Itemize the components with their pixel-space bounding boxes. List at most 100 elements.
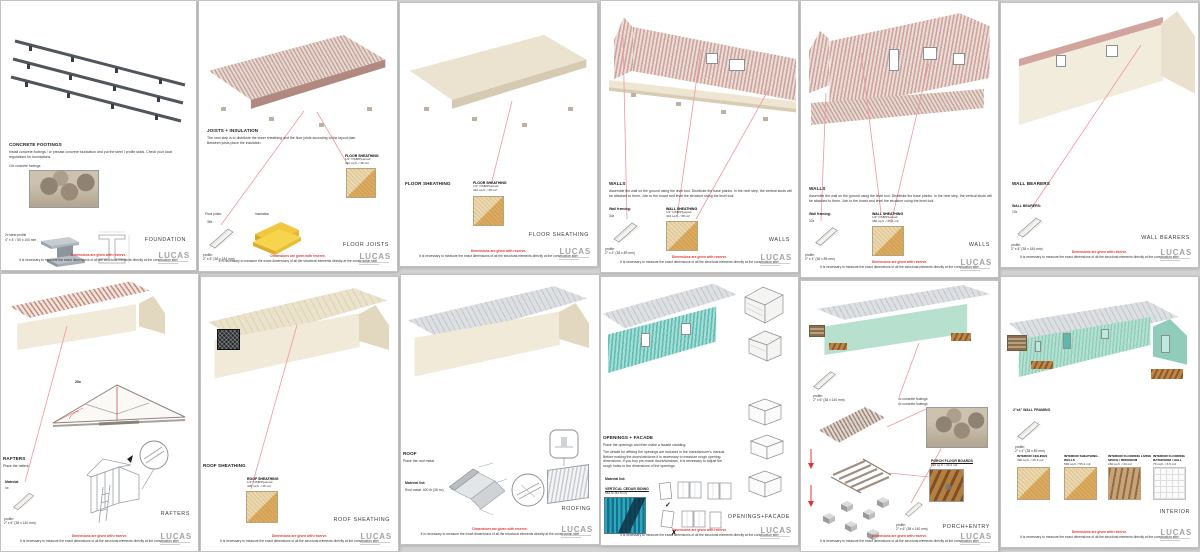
page-label: WALLS [968,242,990,248]
sheathing-callout: FLOOR SHEATHING 1/2" OSB/Plywood 410 sq.… [473,181,521,193]
swatch-title: INTERIOR CEILINGS [1017,454,1048,458]
page-label: ROOF SHEATHING [333,517,390,523]
deck-boards-photo [929,469,964,502]
section-heading: WALL BEARERS [1012,181,1050,186]
section-body: Assemble the wall on the ground using th… [609,189,792,198]
site-disclaimer: It is necessary to measure the exact dim… [218,259,378,263]
porch-deck-boards-drawing [819,407,885,443]
siding-title: VERTICAL CEDAR SIDING [605,487,649,491]
lumber-profile-diagram [611,222,640,245]
window-opening [923,47,937,60]
page-porch-entry[interactable]: profile: 2" x 6" (38 x 140 mm) [800,280,999,552]
sheathing-callout: WALL SHEATHING 1/2" OSB/Plywood 410 sq.f… [666,207,716,219]
corner-cladding-details [744,286,784,362]
swatch-title: INTERIOR FLOORING BATHROOM / HALL [1153,454,1185,462]
window [1101,329,1109,339]
swatch-qty: 260 sq.ft. / 24 m2 [1108,461,1132,466]
interior-material-2: INTERIOR SHEATHING - WALLS 590 sq.ft. / … [1064,454,1106,467]
lucas-logo: LUCAS [561,525,593,538]
window [1035,341,1041,352]
dimensions-warning: Dimensions are given with reserve. [1071,530,1128,534]
gable-end-drawing [1161,11,1195,94]
page-openings-facade[interactable]: OPENINGS + FACADE Place the openings and… [600,276,799,546]
gable-window [1161,335,1170,353]
page-walls-1[interactable]: WALLS Assemble the wall on the ground us… [600,0,799,273]
footings-count-label-1: 4x concrete footings [898,397,928,401]
gable-end-drawing [1153,319,1187,365]
lucas-logo: LUCAS [160,532,192,545]
page-label: RAFTERS [160,511,190,517]
sheathing-callout: FLOOR SHEATHING 1/2" OSB/Plywood 410 sq.… [345,154,393,166]
callout-title: WALL SHEATHING [666,207,698,211]
gable-end-drawing [559,303,589,348]
lucas-wordmark: LUCAS [760,253,792,262]
profile-label: profile: [1015,445,1025,449]
callout-material: 1/2" OSB/Plywood [872,215,898,220]
section-heading: OPENINGS + FACADE [603,435,654,440]
insulation-label: Insulation [255,212,270,216]
corrugated-sheet-drawing [547,464,589,504]
page-label: ROOFING [561,506,591,512]
callout-qty: 400 sq.ft. / 36 m2 [247,484,271,489]
callout-material: 1/2" OSB/Plywood [666,210,692,215]
concrete-footings-photo [29,170,99,208]
page-interior[interactable]: 2"x4" WALL FRAMING profile: 2" x 4" (38 … [1000,276,1199,548]
profile-value: 2" x 4" (38 x 89 mm) [605,251,635,255]
porch-deck-drawing [1031,361,1053,369]
dimensions-warning: Dimensions are given with reserve. [271,534,328,538]
section-heading: JOISTS + INSULATION [207,128,259,133]
lucas-wordmark: LUCAS [960,532,992,541]
swatch-qty: 390 sq.ft. / 36.3 m2 [1017,457,1044,462]
profile-label: profile: [4,517,14,521]
dimensions-warning: Dimensions are given with reserve. [1071,250,1128,254]
assembly-house-sketch [86,455,140,524]
bearers-count: 10x [1012,210,1018,214]
material-list-value: Roof metal: 400 ft² (36 m²) [405,488,444,492]
footings-count-label: 10x concrete footings [9,164,41,168]
site-disclaimer: It is necessary to measure the exact dim… [820,539,979,543]
detail-callout-box [549,429,579,466]
footings-layout-drawing [823,497,889,540]
framing-count: 32x [809,219,815,223]
steel-ibeam-drawing [41,237,85,267]
wood-flooring-swatch [1108,467,1141,500]
dimensions-warning: Dimensions are given with reserve. [70,253,127,257]
section-heading: ROOF [403,451,417,456]
profile-label-top: profile: [813,394,823,398]
sheathing-callout: WALL SHEATHING 1/2" OSB/Plywood 380 sq.f… [872,212,922,224]
swatch-qty: 70 sq.ft. / 6.5 m2 [1153,461,1177,466]
page-roof[interactable]: ROOF Place the roof metal. Material list… [400,274,600,545]
page-walls-2[interactable]: WALLS Assemble the wall on the ground us… [800,0,999,278]
page-floor-joists[interactable]: JOISTS + INSULATION The next step is to … [198,0,398,272]
section-body-1: Place the openings and then make a facad… [603,443,687,447]
steel-profile-spec: 4" x 4" / 50 x 100 mm [5,238,37,242]
gable-stud-wall-drawing [809,31,829,93]
lucas-logo: LUCAS [1160,248,1192,261]
gable-end-drawing [139,296,165,334]
page-rafters[interactable]: 20x RAFTERS Place the rafters. Material:… [0,273,199,552]
callout-material: 1/2" OSB/Plywood [345,157,371,162]
osb-swatch [246,491,278,523]
page-foundation[interactable]: CONCRETE FOOTINGS Install concrete footi… [0,0,197,271]
interior-material-3: INTERIOR FLOORING LIVING SPACE / BEDROOM… [1108,454,1152,467]
window-opening [1106,45,1118,57]
porch-deck-drawing [951,333,971,341]
window-opening [1056,55,1066,67]
callout-qty: 410 sq.ft. / 38 m2 [473,188,497,193]
page-label: FLOOR JOISTS [342,242,389,248]
osb-swatch [473,196,504,226]
insulation-drawing [253,222,301,255]
lucas-logo: LUCAS [760,253,792,266]
dimensions-warning: Dimensions are given with reserve. [71,534,128,538]
material-list-label: Material list: [605,477,626,481]
page-floor-sheathing[interactable]: FLOOR SHEATHING FLOOR SHEATHING 1/2" OSB… [399,2,598,267]
page-wall-bearers[interactable]: WALL BEARERS WALL BEARERS: 10x profile: … [1000,2,1199,268]
window-opening [681,323,691,335]
section-heading: WALLS [809,186,826,191]
page-roof-sheathing[interactable]: ROOF SHEATHING ROOF SHEATHING 1/2" OSB/P… [200,276,399,552]
dimensions-warning: Dimensions are given with reserve. [671,255,728,259]
lumber-profile-diagram [1015,217,1044,240]
lucas-logo: LUCAS [960,532,992,545]
material-count: 4x [5,486,9,490]
